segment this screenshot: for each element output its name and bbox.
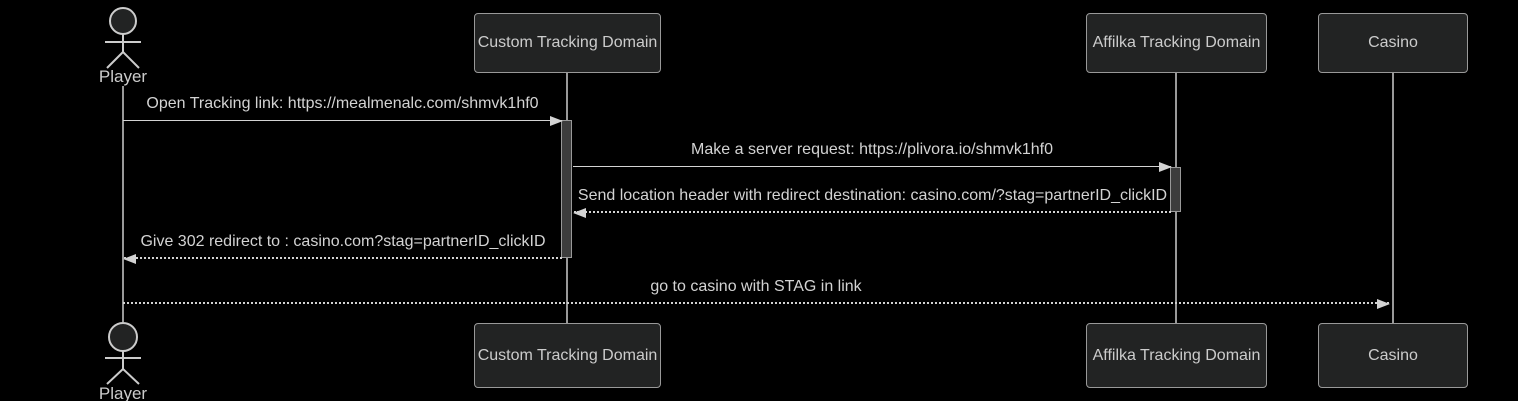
- participant-box-affilka-bottom: Affilka Tracking Domain: [1086, 323, 1267, 388]
- message-go-to-casino: go to casino with STAG in link: [123, 278, 1390, 309]
- arrowhead-left-icon: [123, 254, 136, 264]
- lifeline-casino: [1392, 73, 1394, 323]
- message-line: [123, 254, 562, 264]
- message-server-request: Make a server request: https://plivora.i…: [573, 141, 1172, 172]
- arrowhead-left-icon: [573, 208, 586, 218]
- message-label: Send location header with redirect desti…: [577, 187, 1168, 204]
- message-line: [573, 208, 1171, 218]
- arrowhead-right-icon: [1159, 162, 1172, 172]
- message-302-redirect: Give 302 redirect to : casino.com?stag=p…: [123, 233, 562, 264]
- message-label: go to casino with STAG in link: [650, 278, 862, 295]
- activation-bar-custom: [561, 120, 572, 258]
- message-line: [123, 116, 563, 126]
- message-location-header: Send location header with redirect desti…: [573, 187, 1171, 218]
- message-label: Open Tracking link: https://mealmenalc.c…: [146, 95, 539, 112]
- message-label: Give 302 redirect to : casino.com?stag=p…: [140, 233, 546, 250]
- player-actor-icon-top: [105, 7, 141, 69]
- message-line: [123, 299, 1390, 309]
- message-label: Make a server request: https://plivora.i…: [691, 141, 1053, 158]
- player-actor-icon-bottom: [105, 322, 141, 385]
- participant-box-casino-bottom: Casino: [1318, 323, 1468, 388]
- player-label-bottom: Player: [98, 384, 148, 401]
- participant-box-casino-top: Casino: [1318, 13, 1468, 73]
- participant-box-custom-top: Custom Tracking Domain: [474, 13, 661, 73]
- message-line: [573, 162, 1172, 172]
- message-open-tracking-link: Open Tracking link: https://mealmenalc.c…: [123, 95, 563, 126]
- participant-box-affilka-top: Affilka Tracking Domain: [1086, 13, 1267, 73]
- activation-bar-affilka: [1170, 167, 1181, 212]
- participant-box-custom-bottom: Custom Tracking Domain: [474, 323, 661, 388]
- lifeline-player: [122, 86, 124, 322]
- arrowhead-right-icon: [1377, 299, 1390, 309]
- player-label-top: Player: [98, 67, 148, 86]
- arrowhead-right-icon: [550, 116, 563, 126]
